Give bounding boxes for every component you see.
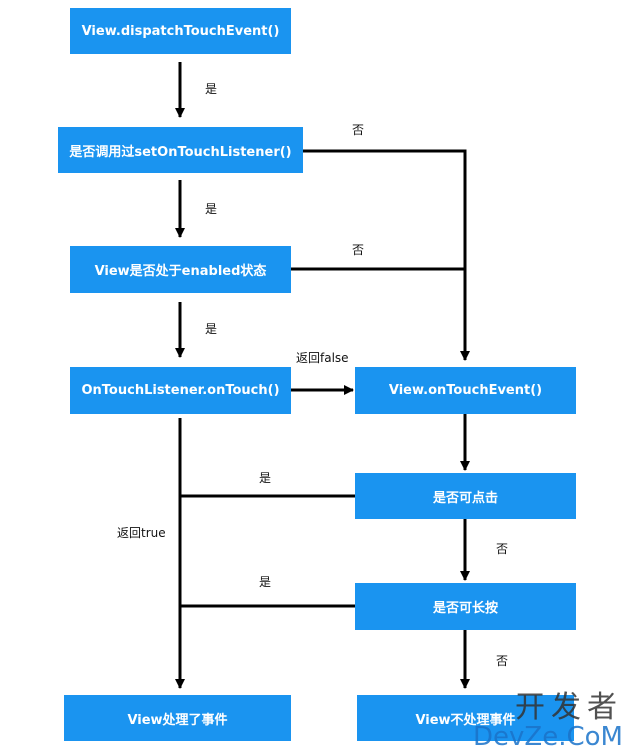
edge-listener-no — [303, 149, 470, 361]
label-enabled-no: 否 — [352, 243, 365, 257]
label-clickable-no: 否 — [496, 542, 509, 556]
node-view-enabled: View是否处于enabled状态 — [70, 246, 291, 293]
watermark: 开发者 DevZe.CoM — [473, 690, 623, 752]
label-ontouch-true: 返回true — [117, 526, 166, 540]
node-on-touch-event: View.onTouchEvent() — [355, 367, 576, 414]
node-dispatch-touch-event: View.dispatchTouchEvent() — [70, 8, 291, 54]
label-ontouch-false: 返回false — [296, 351, 349, 365]
label-dispatch-yes: 是 — [205, 82, 218, 96]
label-listener-no: 否 — [352, 123, 365, 137]
label-enabled-yes: 是 — [205, 322, 218, 336]
node-view-handled: View处理了事件 — [64, 695, 291, 741]
node-long-clickable: 是否可长按 — [355, 583, 576, 630]
node-clickable: 是否可点击 — [355, 473, 576, 519]
watermark-cn: 开发者 — [515, 690, 623, 725]
node-on-touch: OnTouchListener.onTouch() — [70, 367, 291, 414]
node-has-touch-listener: 是否调用过setOnTouchListener() — [58, 127, 303, 173]
label-listener-yes: 是 — [205, 202, 218, 216]
label-long-no: 否 — [496, 654, 509, 668]
node-view-not-handled: View不处理事件 — [357, 695, 574, 741]
watermark-en: DevZe.CoM — [473, 722, 623, 752]
label-clickable-yes: 是 — [259, 471, 272, 485]
label-long-yes: 是 — [259, 575, 272, 589]
